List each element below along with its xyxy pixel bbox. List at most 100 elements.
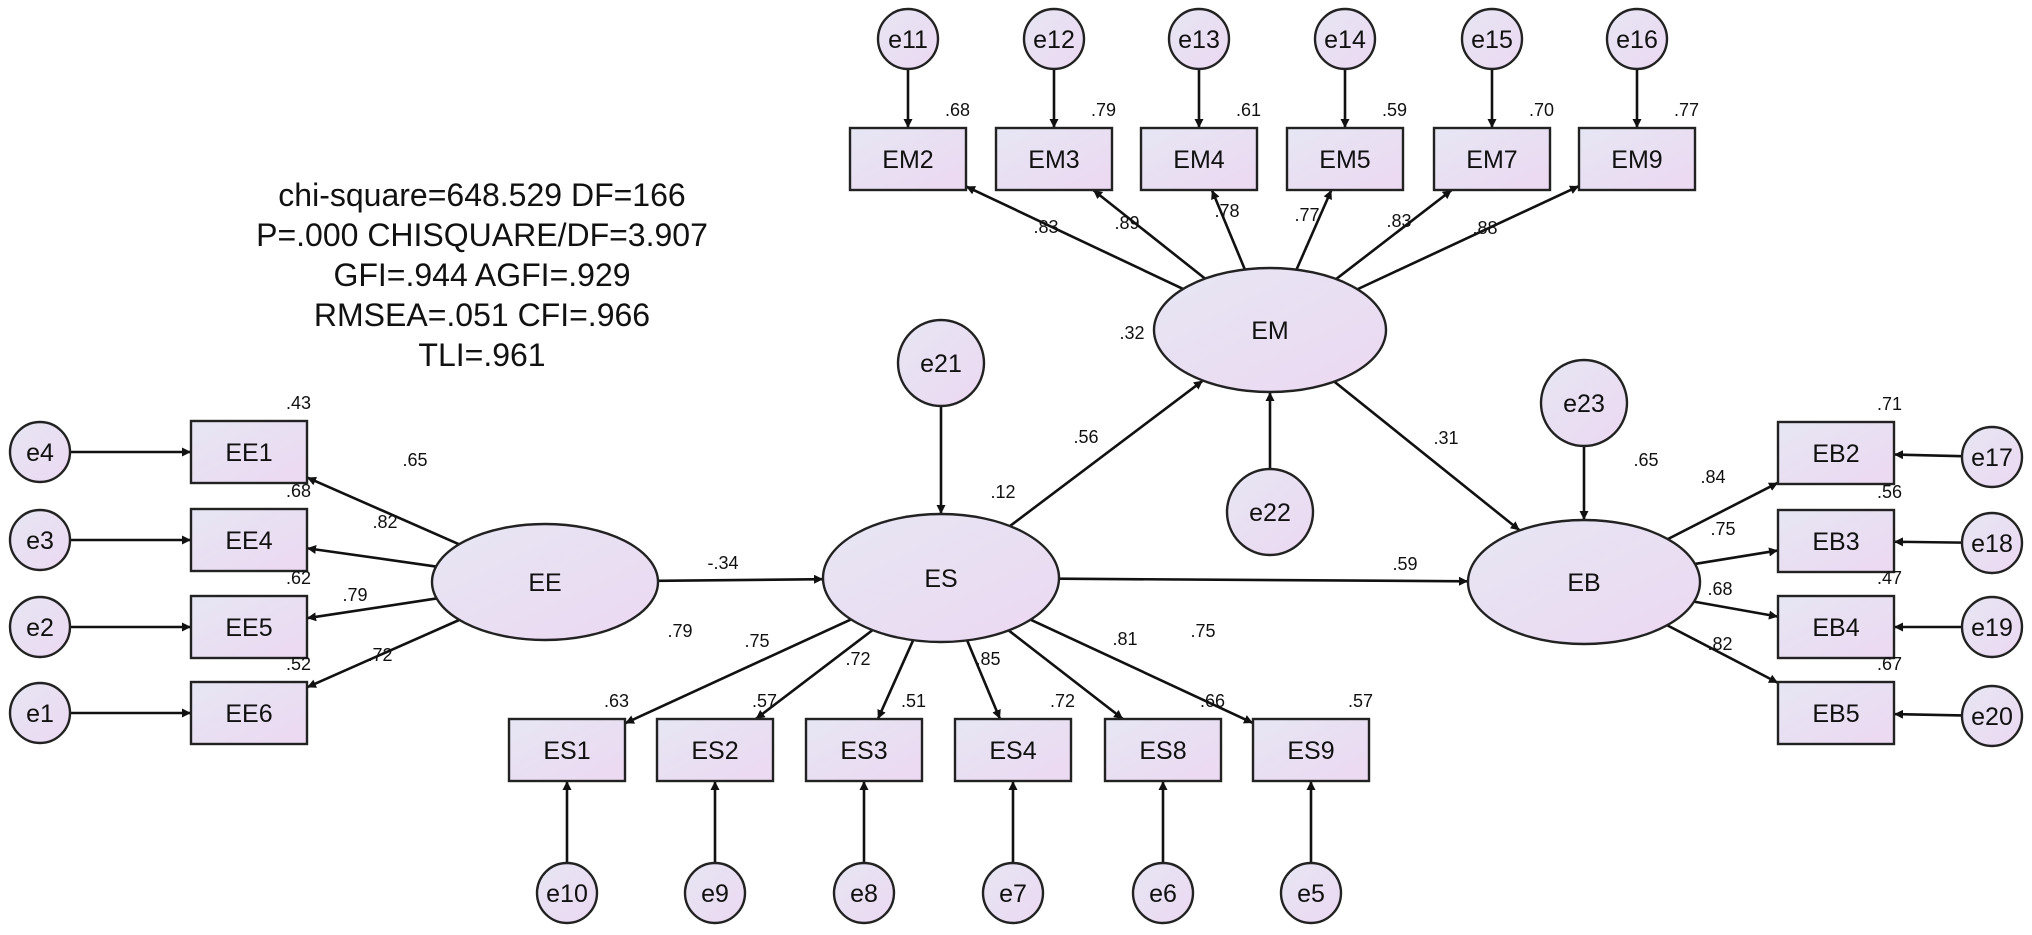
error-e4: e4 — [8, 420, 72, 484]
error-label-e9: e9 — [701, 880, 729, 908]
error-circle-e11 — [876, 7, 940, 71]
structural-label-ee-es: -.34 — [707, 553, 738, 573]
indicator-label-em9: EM9 — [1611, 146, 1662, 174]
error-e10: e10 — [535, 861, 599, 925]
indicator-box-es8 — [1103, 717, 1223, 783]
error-label-e20: e20 — [1971, 703, 2013, 731]
latent-eb: EB — [1466, 518, 1702, 646]
loading-label-em9: .88 — [1472, 218, 1497, 238]
error-label-e12: e12 — [1033, 26, 1075, 54]
error-label-e6: e6 — [1149, 880, 1177, 908]
loading-arrow-em4 — [1210, 189, 1247, 270]
indicator-box-es4 — [953, 717, 1073, 783]
indicator-eb2: EB2 — [1776, 420, 1896, 486]
error-e11: e11 — [876, 7, 940, 71]
latent-label-es: ES — [924, 565, 957, 593]
indicator-ee6: EE6 — [189, 680, 309, 746]
loading-arrow-es2 — [754, 629, 874, 721]
fit-line-1: chi-square=648.529 DF=166 — [278, 177, 685, 213]
r2-label-em: .32 — [1119, 323, 1144, 343]
fit-line-4: RMSEA=.051 CFI=.966 — [314, 297, 650, 333]
r2-label-em7: .70 — [1529, 100, 1554, 120]
error-circle-e19 — [1960, 595, 2024, 659]
error-circle-e17 — [1960, 425, 2024, 489]
indicator-em7: EM7 — [1432, 126, 1552, 192]
error-label-e7: e7 — [999, 880, 1027, 908]
r2-label-ee6: .52 — [286, 654, 311, 674]
r2-label-ee4: .68 — [286, 481, 311, 501]
loading-label-eb5: .82 — [1707, 634, 1732, 654]
error-circle-e16 — [1605, 7, 1669, 71]
error-circle-e20 — [1960, 684, 2024, 748]
loading-arrow-em2 — [965, 185, 1184, 291]
error-label-e15: e15 — [1471, 26, 1513, 54]
error-label-e4: e4 — [26, 439, 54, 467]
indicator-box-eb4 — [1776, 594, 1896, 660]
fit-line-5: TLI=.961 — [418, 337, 545, 373]
indicator-box-em4 — [1139, 126, 1259, 192]
error-label-e10: e10 — [546, 880, 588, 908]
r2-label-es8: .66 — [1200, 691, 1225, 711]
error-circle-e8 — [832, 861, 896, 925]
structural-arrow-ee-es — [657, 574, 824, 584]
indicator-label-eb5: EB5 — [1812, 700, 1859, 728]
r2-label-em9: .77 — [1674, 100, 1699, 120]
error-e13: e13 — [1167, 7, 1231, 71]
error-e1: e1 — [8, 681, 72, 745]
error-circle-e10 — [535, 861, 599, 925]
indicator-box-ee4 — [189, 507, 309, 573]
indicator-ee1: EE1 — [189, 419, 309, 485]
indicator-label-es1: ES1 — [543, 737, 590, 765]
error-arrow-e17 — [1893, 450, 1963, 460]
error-e20: e20 — [1960, 684, 2024, 748]
loading-arrow-es4 — [965, 639, 1002, 720]
indicator-label-es3: ES3 — [840, 737, 887, 765]
loading-arrow-eb2 — [1667, 481, 1779, 541]
error-label-e18: e18 — [1971, 530, 2013, 558]
indicator-eb4: EB4 — [1776, 594, 1896, 660]
indicator-em4: EM4 — [1139, 126, 1259, 192]
loading-label-em7: .83 — [1386, 211, 1411, 231]
r2-label-es: .12 — [990, 482, 1015, 502]
error-e7: e7 — [981, 861, 1045, 925]
r2-label-es9: .57 — [1348, 691, 1373, 711]
indicator-em2: EM2 — [848, 126, 968, 192]
error-circle-e4 — [8, 420, 72, 484]
indicator-es1: ES1 — [507, 717, 627, 783]
r2-label-em4: .61 — [1236, 100, 1261, 120]
r2-label-eb2: .71 — [1877, 394, 1902, 414]
latent-es: ES — [821, 512, 1061, 644]
loading-label-es9: .75 — [1190, 621, 1215, 641]
r2-label-em3: .79 — [1091, 100, 1116, 120]
loading-label-ee5: .79 — [342, 585, 367, 605]
error-e3: e3 — [8, 508, 72, 572]
indicator-ee4: EE4 — [189, 507, 309, 573]
error-circle-e13 — [1167, 7, 1231, 71]
error-label-e19: e19 — [1971, 614, 2013, 642]
fit-line-3: GFI=.944 AGFI=.929 — [333, 257, 630, 293]
error-e9: e9 — [683, 861, 747, 925]
indicator-label-ee5: EE5 — [225, 614, 272, 642]
indicator-box-es2 — [655, 717, 775, 783]
loading-arrow-eb3 — [1694, 547, 1779, 566]
indicator-box-es3 — [804, 717, 924, 783]
indicator-box-es1 — [507, 717, 627, 783]
indicator-label-ee6: EE6 — [225, 700, 272, 728]
latent-label-eb: EB — [1567, 569, 1600, 597]
error-label-e16: e16 — [1616, 26, 1658, 54]
error-e8: e8 — [832, 861, 896, 925]
fit-statistics: chi-square=648.529 DF=166 P=.000 CHISQUA… — [256, 177, 708, 373]
r2-label-eb5: .67 — [1877, 654, 1902, 674]
error-e16: e16 — [1605, 7, 1669, 71]
indicator-es3: ES3 — [804, 717, 924, 783]
indicator-label-eb3: EB3 — [1812, 528, 1859, 556]
loading-arrow-es8 — [1007, 629, 1124, 721]
structural-arrow-em-eb — [1333, 380, 1521, 532]
loading-label-es4: .85 — [975, 649, 1000, 669]
indicator-eb5: EB5 — [1776, 680, 1896, 746]
loading-arrow-ee6 — [306, 618, 460, 689]
loading-label-em2: .83 — [1033, 217, 1058, 237]
loading-label-es2: .75 — [744, 631, 769, 651]
latent-ellipse-eb — [1466, 518, 1702, 646]
r2-label-em5: .59 — [1382, 100, 1407, 120]
